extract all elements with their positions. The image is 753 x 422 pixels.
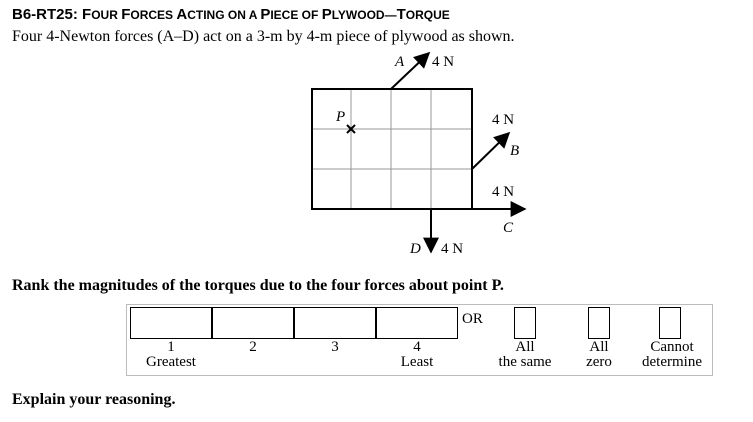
- force-d-label: D: [409, 241, 421, 257]
- rank-box-1[interactable]: [130, 307, 212, 339]
- or-label: OR: [462, 311, 483, 327]
- force-b-arrow: [471, 131, 511, 170]
- cannot-determine-box[interactable]: [659, 307, 681, 339]
- rank-box-4[interactable]: [376, 307, 458, 339]
- force-a-magnitude: 4 N: [432, 54, 454, 70]
- rank-box-3[interactable]: [294, 307, 376, 339]
- ranking-prompt: Rank the magnitudes of the torques due t…: [12, 277, 504, 294]
- problem-title: B6-RT25: FOUR FORCES ACTING ON A PIECE O…: [12, 6, 450, 23]
- explain-prompt: Explain your reasoning.: [12, 391, 176, 408]
- force-c-label: C: [503, 220, 514, 236]
- rank-label-2: 2: [249, 339, 257, 355]
- grid-lines: [312, 89, 472, 209]
- force-d-magnitude: 4 N: [441, 241, 463, 257]
- force-b-magnitude: 4 N: [492, 112, 514, 128]
- force-b-label: B: [510, 143, 519, 159]
- force-a-label: A: [394, 54, 405, 70]
- all-same-box[interactable]: [514, 307, 536, 339]
- rank-box-2[interactable]: [212, 307, 294, 339]
- rank-label-3: 3: [331, 339, 339, 355]
- point-p-marker: [346, 124, 356, 134]
- force-a-arrow: [390, 51, 431, 90]
- force-c-magnitude: 4 N: [492, 184, 514, 200]
- point-p-label: P: [335, 109, 345, 125]
- all-zero-box[interactable]: [588, 307, 610, 339]
- plywood-rect: [311, 88, 473, 210]
- plywood-diagram: P A 4 N 4 N B 4 N C D 4 N: [311, 51, 527, 257]
- problem-intro: Four 4-Newton forces (A–D) act on a 3-m …: [12, 28, 515, 45]
